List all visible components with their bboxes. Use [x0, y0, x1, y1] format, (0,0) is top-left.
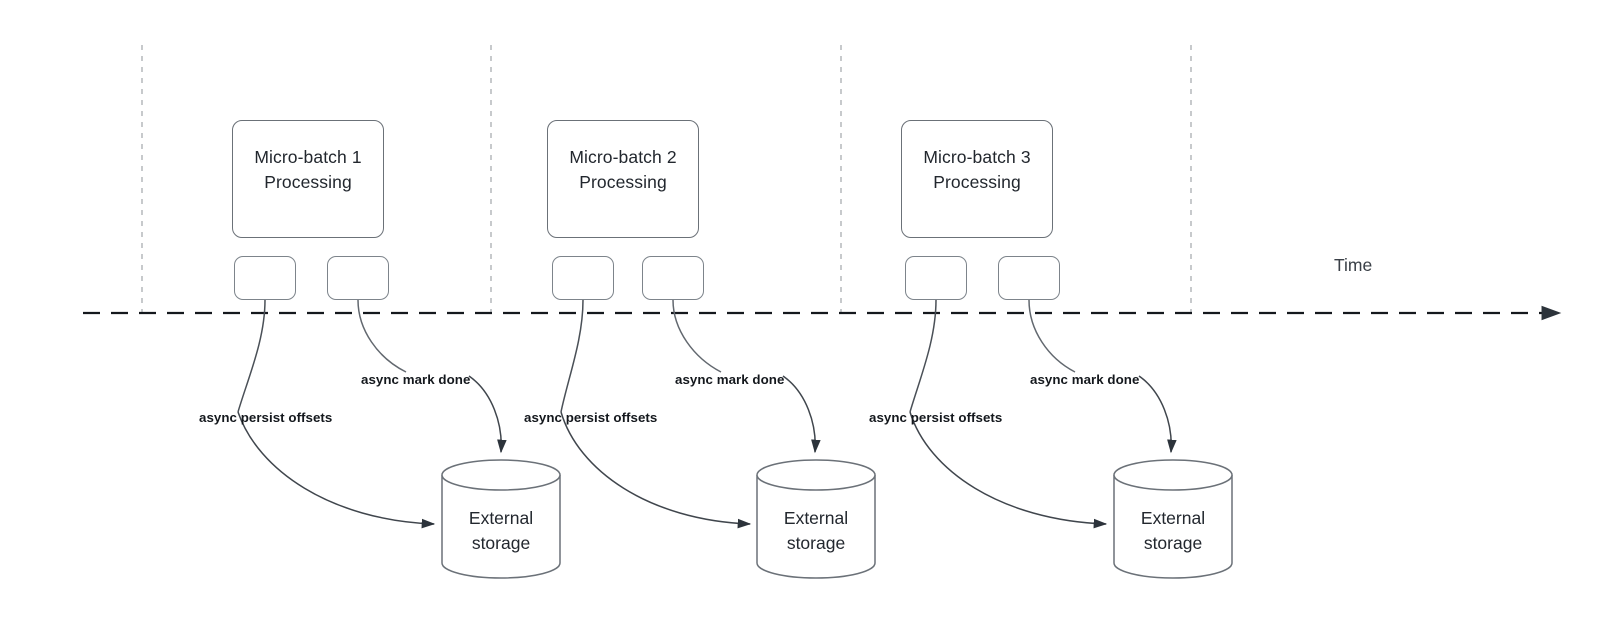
group-2-external-storage-label: External storage — [783, 508, 849, 553]
group-2-persist-offsets-task-box[interactable] — [552, 256, 614, 300]
micro-batch-2-processing-box[interactable]: Micro-batch 2 Processing — [547, 120, 699, 238]
group-1-async-persist-offsets-label: async persist offsets — [199, 410, 333, 425]
group-3-persist-offsets-task-box[interactable] — [905, 256, 967, 300]
group-2-mark-done-task-box[interactable] — [642, 256, 704, 300]
group-1-async-mark-done-label: async mark done — [361, 372, 471, 387]
micro-batch-boundary-lines — [141, 45, 1192, 315]
group-3-storage-cylinder — [1113, 459, 1233, 579]
group-3-mark-done-task-box[interactable] — [998, 256, 1060, 300]
group-1-storage-cylinder — [441, 459, 561, 579]
time-axis-label: Time — [1334, 255, 1373, 275]
group-1-persist-offsets-task-box[interactable] — [234, 256, 296, 300]
micro-batch-3-label: Micro-batch 3 Processing — [923, 147, 1031, 192]
group-3-async-mark-done-label: async mark done — [1030, 372, 1140, 387]
micro-batch-2-label: Micro-batch 2 Processing — [569, 147, 677, 192]
group-2-async-mark-done-label: async mark done — [675, 372, 785, 387]
micro-batch-1-processing-box[interactable]: Micro-batch 1 Processing — [232, 120, 384, 238]
group-2-connectors — [560, 299, 821, 529]
group-2-storage-cylinder — [756, 459, 876, 579]
group-3-connectors — [909, 299, 1177, 529]
group-3-async-persist-offsets-label: async persist offsets — [869, 410, 1003, 425]
group-1-connectors — [237, 299, 507, 529]
group-1-mark-done-task-box[interactable] — [327, 256, 389, 300]
micro-batch-1-label: Micro-batch 1 Processing — [254, 147, 362, 192]
micro-batch-3-processing-box[interactable]: Micro-batch 3 Processing — [901, 120, 1053, 238]
group-1-external-storage-label: External storage — [468, 508, 534, 553]
group-2-async-persist-offsets-label: async persist offsets — [524, 410, 658, 425]
group-3-external-storage-label: External storage — [1140, 508, 1206, 553]
